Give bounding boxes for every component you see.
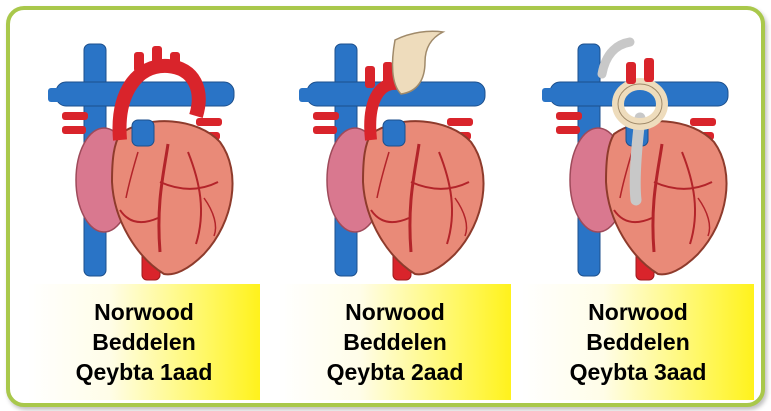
stage-caption: Norwood Beddelen Qeybta 2aad <box>279 284 511 400</box>
heart-illustration-stage-3 <box>522 22 754 290</box>
heart-illustration-stage-1 <box>28 22 260 290</box>
panel-stage-1: Norwood Beddelen Qeybta 1aad <box>28 22 260 382</box>
caption-line-1: Norwood <box>588 297 688 327</box>
caption-line-3: Qeybta 2aad <box>327 357 464 387</box>
caption-line-1: Norwood <box>94 297 194 327</box>
stage-caption: Norwood Beddelen Qeybta 3aad <box>522 284 754 400</box>
caption-line-2: Beddelen <box>343 327 447 357</box>
stage-caption: Norwood Beddelen Qeybta 1aad <box>28 284 260 400</box>
caption-line-2: Beddelen <box>92 327 196 357</box>
panel-stage-2: Norwood Beddelen Qeybta 2aad <box>279 22 511 382</box>
heart-illustration-stage-2 <box>279 22 511 290</box>
caption-line-1: Norwood <box>345 297 445 327</box>
caption-line-3: Qeybta 3aad <box>570 357 707 387</box>
shunt-tube-lower <box>635 118 640 200</box>
caption-line-2: Beddelen <box>586 327 690 357</box>
panel-stage-3: Norwood Beddelen Qeybta 3aad <box>522 22 754 382</box>
shunt-tube-upper <box>602 42 630 74</box>
caption-line-3: Qeybta 1aad <box>76 357 213 387</box>
